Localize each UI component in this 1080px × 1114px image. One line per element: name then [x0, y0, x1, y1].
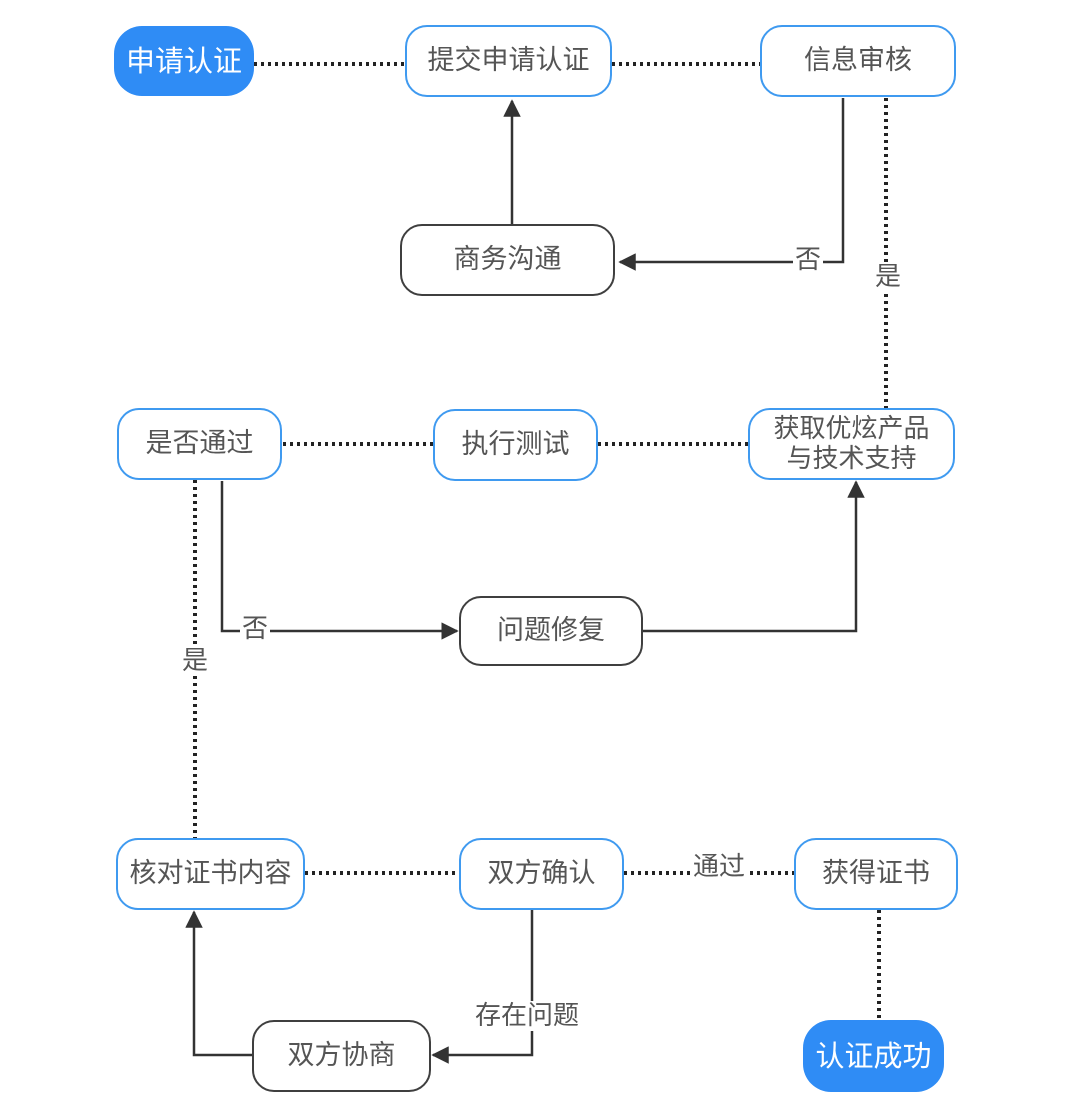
decision-node-passed: 是否通过	[117, 408, 282, 480]
arrow-confirm-negotiate	[431, 910, 534, 1064]
edge-label-review-yes: 是	[873, 262, 904, 292]
node-issue-fix: 问题修复	[459, 596, 643, 666]
node-mutual-negotiation: 双方协商	[252, 1020, 431, 1092]
edge-label-passed-no: 否	[240, 614, 271, 644]
start-node-apply: 申请认证	[114, 26, 254, 96]
edge-label-confirm-issue: 存在问题	[473, 1001, 582, 1031]
node-obtain-certificate: 获得证书	[794, 838, 958, 910]
node-mutual-confirmation: 双方确认	[459, 838, 624, 910]
edge-label-confirm-pass: 通过	[691, 852, 748, 882]
arrow-negotiate-verify	[185, 910, 253, 1057]
arrow-review-business	[618, 98, 845, 271]
node-product-tech-support: 获取优炫产品 与技术支持	[748, 408, 955, 480]
edge-label-review-no: 否	[793, 245, 824, 275]
arrow-fix-support	[643, 480, 865, 633]
node-business-communication: 商务沟通	[400, 224, 615, 296]
node-execute-test: 执行测试	[433, 409, 598, 481]
end-node-success: 认证成功	[803, 1020, 944, 1092]
arrow-passed-fix	[220, 481, 459, 640]
edge-label-passed-yes: 是	[180, 646, 211, 676]
node-submit-application: 提交申请认证	[405, 25, 612, 97]
node-information-review: 信息审核	[760, 25, 956, 97]
node-verify-certificate: 核对证书内容	[116, 838, 305, 910]
